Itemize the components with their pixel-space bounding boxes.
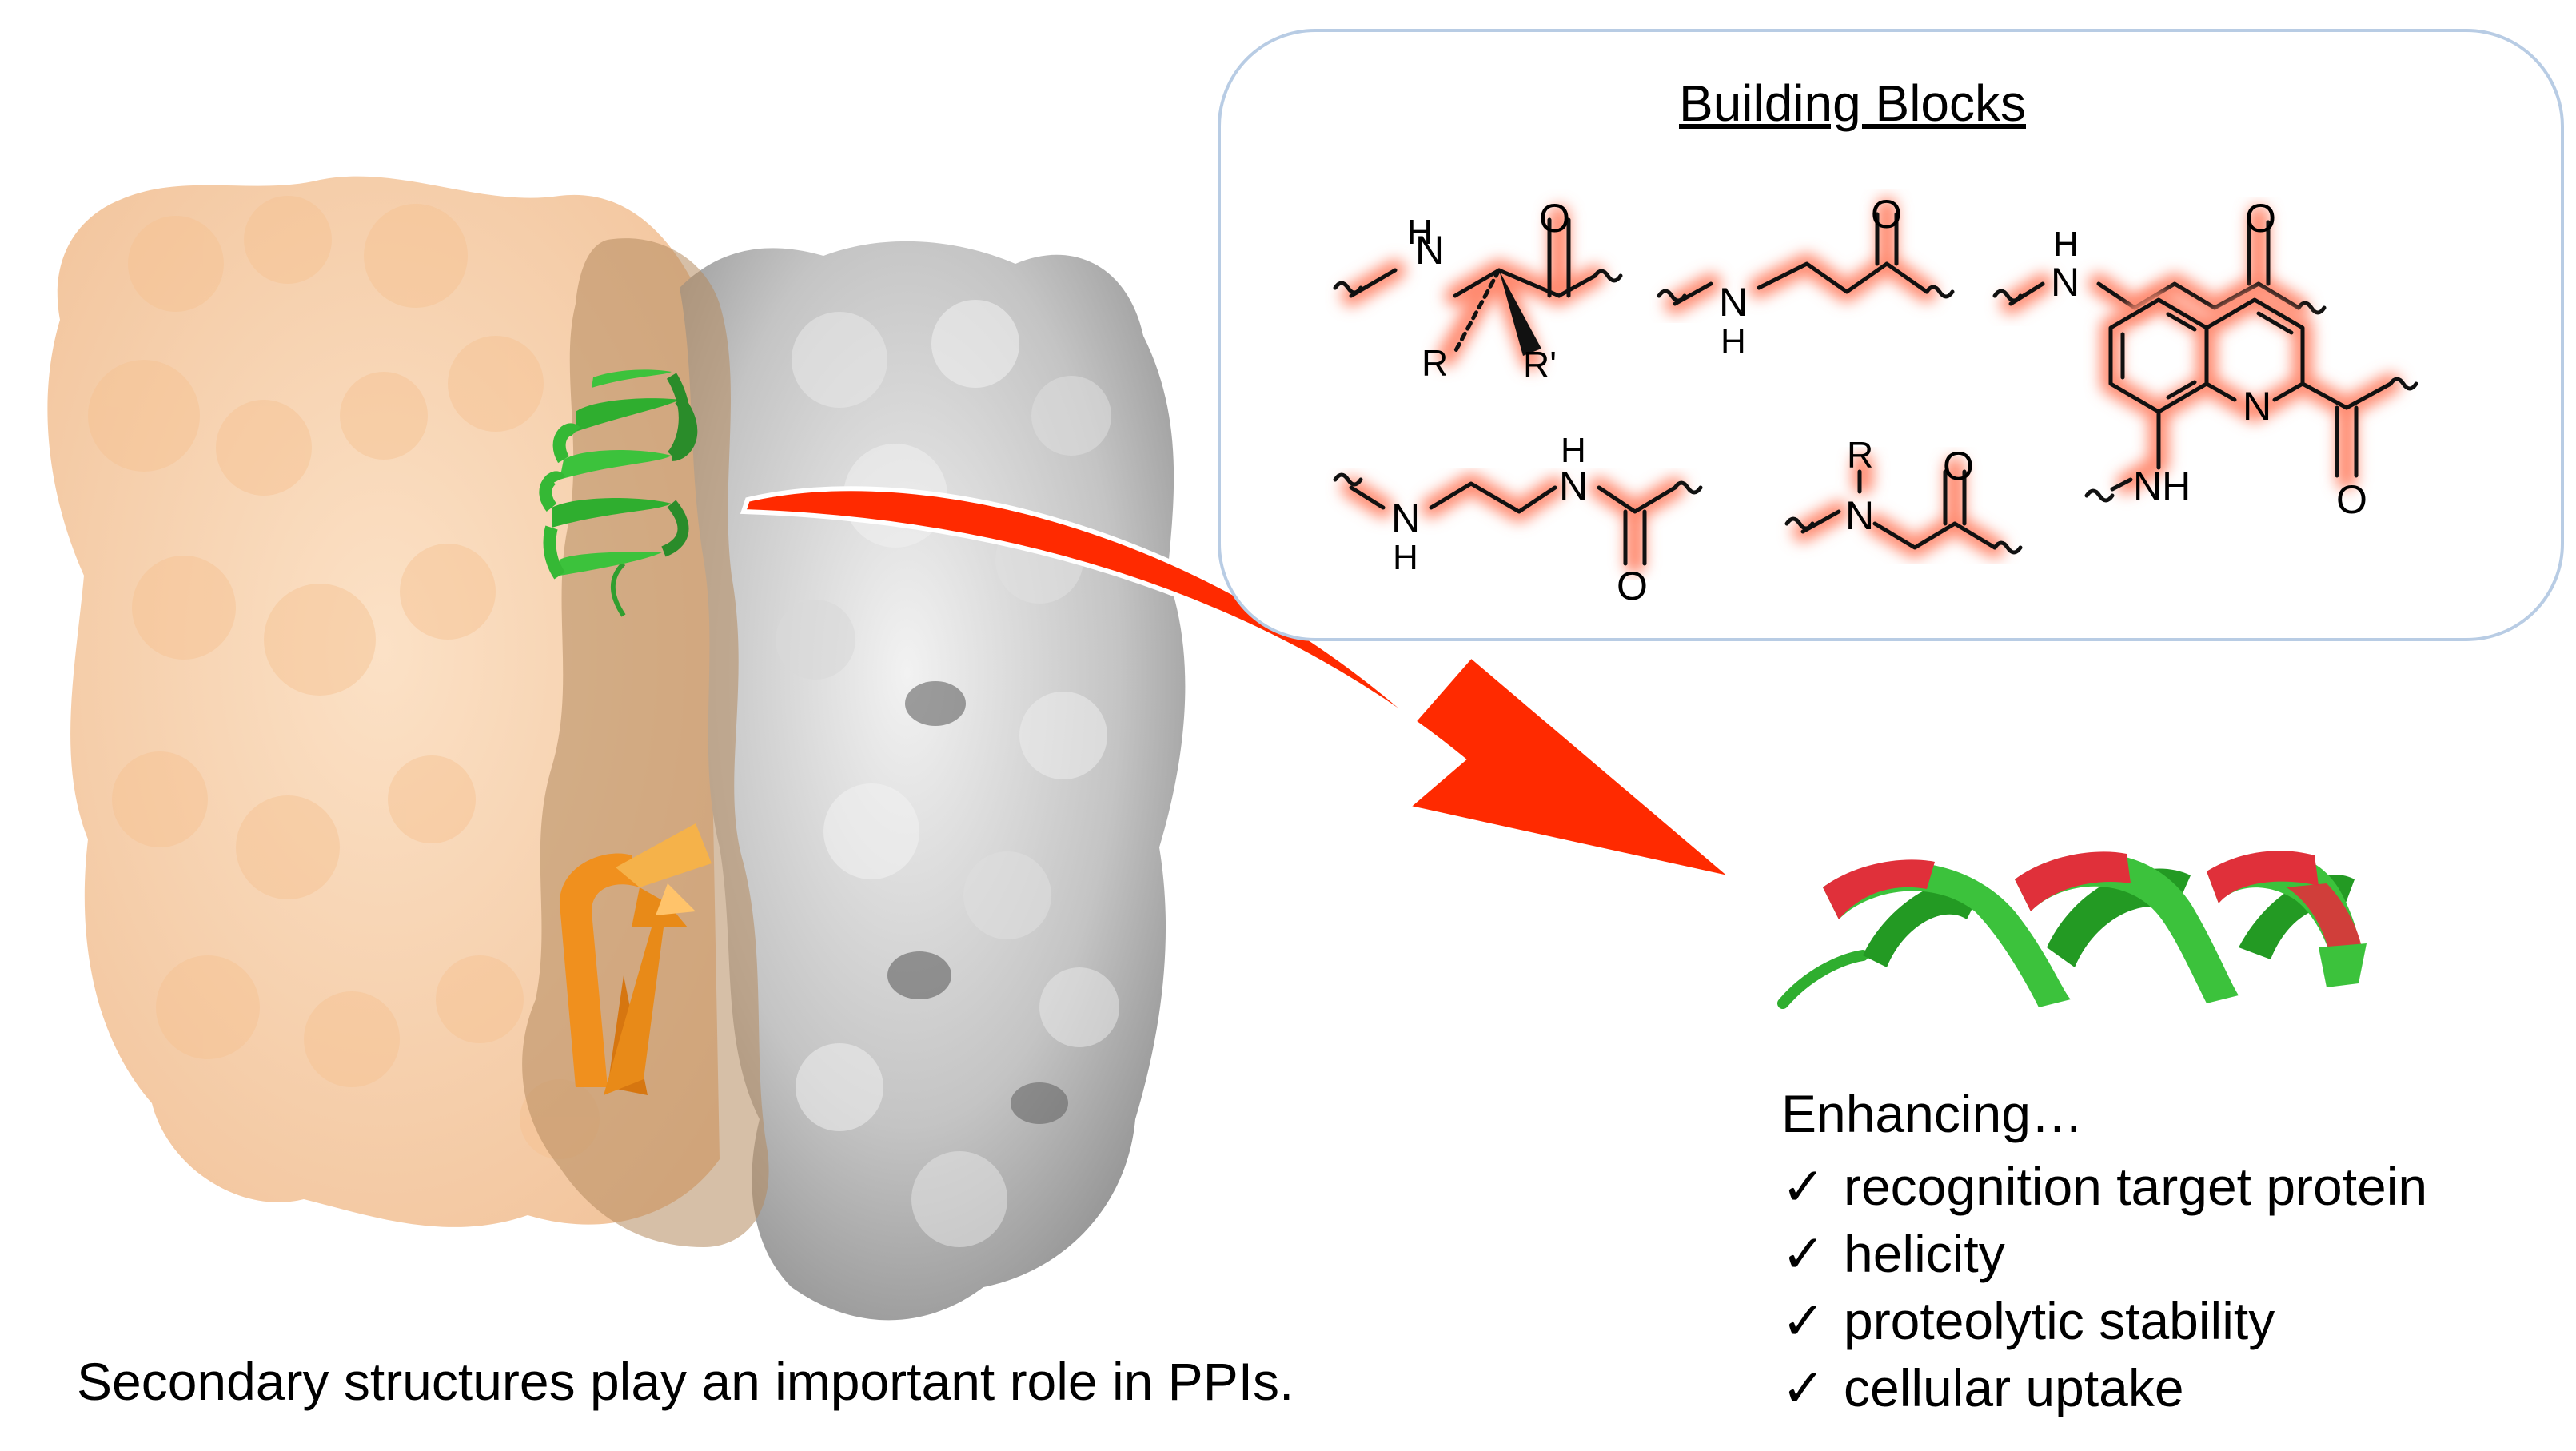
atom-label: N — [1719, 280, 1748, 325]
modified-helix — [1777, 851, 2367, 1009]
protein-helix — [539, 369, 698, 617]
check-icon: ✓ — [1781, 1224, 1826, 1283]
list-item: ✓ recognition target protein — [1781, 1153, 2427, 1220]
enhancing-list: Enhancing… ✓ recognition target protein ✓… — [1781, 1081, 2427, 1421]
list-item: ✓ cellular uptake — [1781, 1354, 2427, 1421]
structure-peptoid: N R O — [1784, 434, 2023, 558]
check-icon: ✓ — [1781, 1358, 1826, 1417]
atom-label: N — [1845, 493, 1874, 538]
protein-complex — [47, 176, 1186, 1321]
atom-label: H — [1407, 213, 1433, 252]
atom-label: O — [1943, 444, 1974, 488]
atom-label: N — [1415, 228, 1444, 273]
atom-label: H — [1721, 322, 1746, 361]
benefit-text: proteolytic stability — [1844, 1291, 2275, 1350]
atom-label: R — [1422, 342, 1448, 384]
structure-gamma-amino-acid: N H O — [1992, 196, 2327, 318]
benefit-text: helicity — [1844, 1224, 2005, 1283]
atom-label: O — [1539, 196, 1570, 241]
check-icon: ✓ — [1781, 1157, 1826, 1216]
transfer-arrow — [740, 486, 1737, 882]
atom-label: O — [2336, 477, 2367, 522]
atom-label: N — [2051, 260, 2080, 305]
benefit-text: cellular uptake — [1844, 1358, 2184, 1417]
check-icon: ✓ — [1781, 1291, 1826, 1350]
list-item: ✓ proteolytic stability — [1781, 1287, 2427, 1354]
enhancing-title: Enhancing… — [1781, 1084, 2084, 1143]
list-item: ✓ helicity — [1781, 1220, 2427, 1287]
atom-label: O — [1871, 192, 1902, 237]
structure-quinoline: N NH O — [2084, 289, 2418, 522]
structure-diamine-amide: N H N H O — [1333, 431, 1703, 608]
atom-label: R — [1847, 434, 1873, 476]
atom-label: H — [1393, 538, 1418, 577]
atom-label: O — [2245, 196, 2276, 241]
atom-label: NH — [2133, 464, 2191, 508]
atom-label: O — [1617, 564, 1648, 608]
atom-label: N — [1391, 496, 1420, 540]
atom-label: N — [2243, 384, 2271, 429]
atom-label: R' — [1523, 344, 1557, 385]
benefit-text: recognition target protein — [1844, 1157, 2428, 1216]
structure-alpha-amino-acid: N H O R R' — [1333, 196, 1623, 385]
structure-beta-amino-acid: N H O — [1657, 192, 1955, 361]
building-blocks-title: Building Blocks — [1679, 74, 2026, 132]
benefit-list: ✓ recognition target protein ✓ helicity ✓ p… — [1781, 1153, 2427, 1421]
atom-label: H — [2053, 225, 2079, 264]
figure-caption: Secondary structures play an important r… — [77, 1352, 1294, 1411]
protein-beta-sheet — [560, 823, 712, 1095]
atom-label: H — [1561, 431, 1586, 470]
atom-label: N — [1559, 464, 1588, 508]
